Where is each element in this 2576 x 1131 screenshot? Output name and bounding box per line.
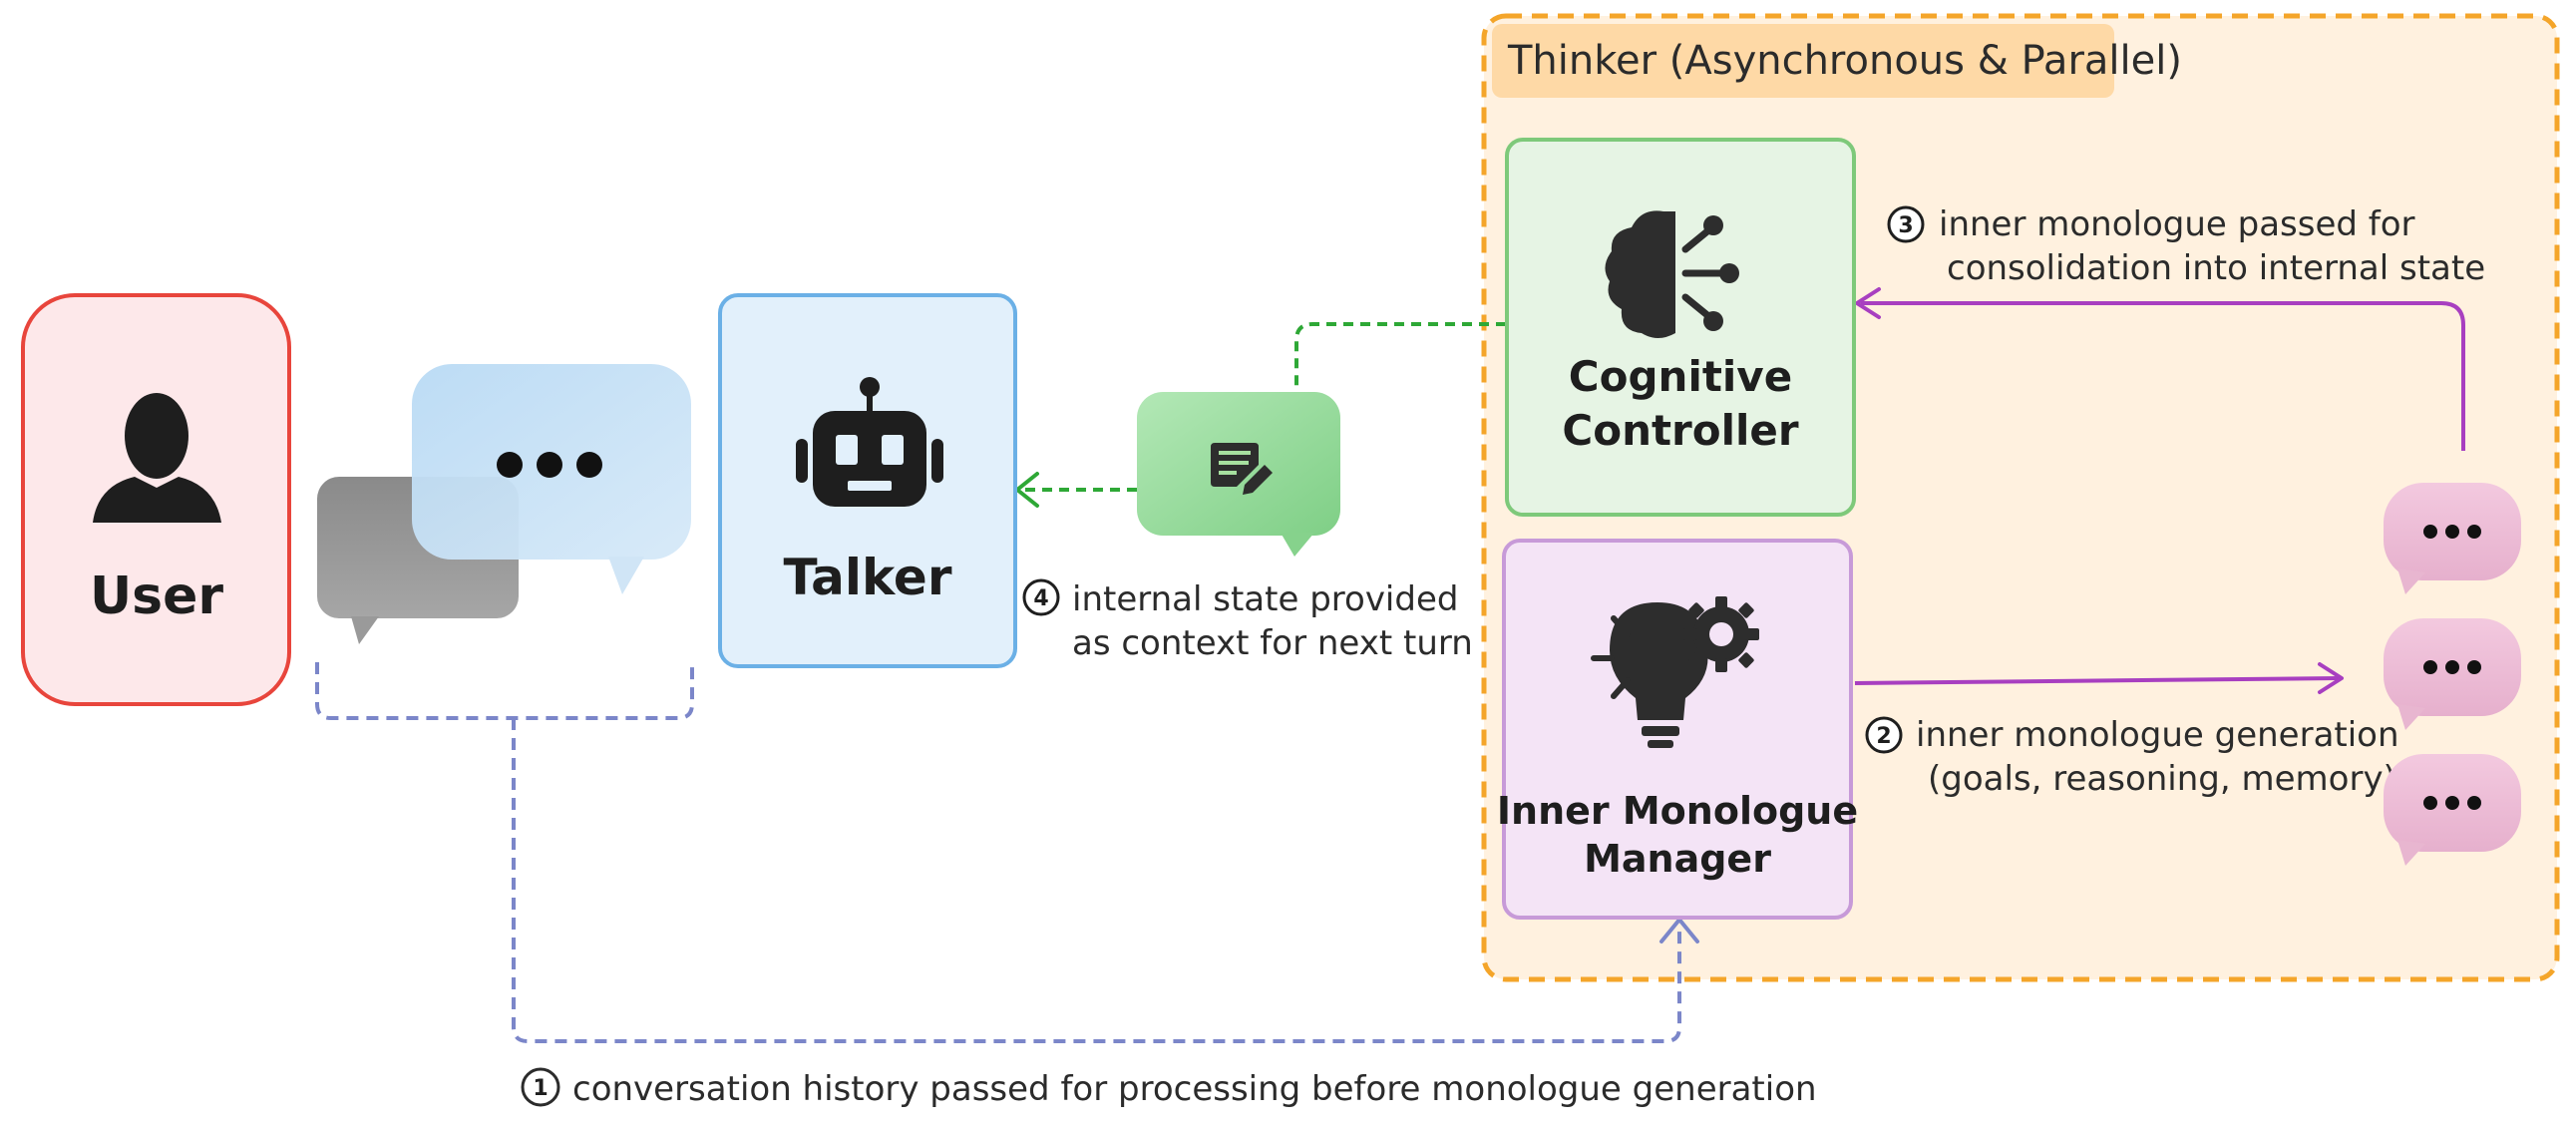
thinker-title: Thinker (Asynchronous & Parallel) xyxy=(1507,38,2182,84)
cognitive-controller-line1: Cognitive xyxy=(1569,352,1792,401)
user-label: User xyxy=(90,566,223,626)
robot-icon xyxy=(796,377,943,507)
inner-monologue-manager-node: Inner Monologue Manager xyxy=(1497,539,1858,920)
step-2-line2: (goals, reasoning, memory) xyxy=(1928,759,2396,799)
cognitive-controller-line2: Controller xyxy=(1562,406,1799,455)
step-4-caption: 4 internal state provided as context for… xyxy=(1022,578,1473,663)
thinker-title-badge xyxy=(1492,24,2114,98)
step-4-line1: internal state provided xyxy=(1072,579,1458,619)
step-2-caption: 2 inner monologue generation (goals, rea… xyxy=(1865,715,2399,799)
internal-state-bubble xyxy=(1137,392,1340,557)
chat-bubbles-icon xyxy=(317,364,691,644)
step-1-caption: 1 conversation history passed for proces… xyxy=(521,1067,1817,1109)
talker-node: Talker xyxy=(718,293,1017,668)
step-4-line2: as context for next turn xyxy=(1072,623,1473,663)
monologue-bubble-1 xyxy=(2384,483,2521,594)
document-edit-icon xyxy=(1211,443,1273,495)
step-2-number: 2 xyxy=(1876,724,1891,749)
inner-monologue-manager-line2: Manager xyxy=(1584,837,1771,881)
step-1-text: conversation history passed for processi… xyxy=(572,1069,1817,1109)
talker-label: Talker xyxy=(783,549,951,606)
step-3-line2: consolidation into internal state xyxy=(1947,248,2485,288)
step-4-number: 4 xyxy=(1033,586,1048,611)
step-3-line1: inner monologue passed for xyxy=(1939,204,2415,244)
step-3-number: 3 xyxy=(1898,213,1913,238)
cognitive-controller-node: Cognitive Controller xyxy=(1505,138,1856,517)
brain-network-icon xyxy=(1605,210,1739,338)
step-1-number: 1 xyxy=(533,1076,548,1101)
flow-3-consolidation xyxy=(1855,287,2465,451)
ellipsis-bubble-icon xyxy=(2423,660,2481,674)
step-3-caption: 3 inner monologue passed for consolidati… xyxy=(1887,204,2485,288)
step-2-line1: inner monologue generation xyxy=(1916,715,2399,755)
ellipsis-bubble-icon xyxy=(2423,796,2481,810)
flow-2-monologue-generation xyxy=(1854,662,2344,694)
ellipsis-bubble-icon xyxy=(2423,525,2481,539)
monologue-bubble-2 xyxy=(2384,618,2521,730)
lightbulb-gear-icon xyxy=(1591,596,1759,748)
user-node: User xyxy=(21,293,291,706)
inner-monologue-manager-line1: Inner Monologue xyxy=(1497,789,1858,833)
monologue-bubble-3 xyxy=(2384,754,2521,866)
user-silhouette-icon xyxy=(93,393,221,523)
